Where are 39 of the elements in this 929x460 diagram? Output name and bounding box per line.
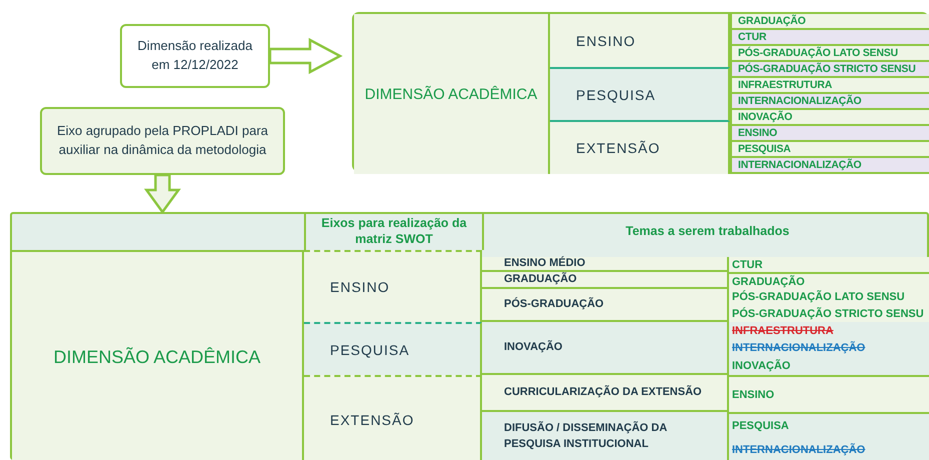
theme-cell: PÓS-GRADUAÇÃO LATO SENSU [730,46,929,62]
theme-cell: INTERNACIONALIZAÇÃO [729,438,929,460]
callout-box: Dimensão realizada em 12/12/2022 [120,24,270,88]
block-arrow [268,38,343,74]
axis-cell: PESQUISA [304,322,482,375]
subtheme-cell: ENSINO MÉDIO [482,257,729,272]
theme-cell: PESQUISA [730,142,929,158]
subtheme-cell: GRADUAÇÃO [482,272,729,289]
subtheme-cell: PÓS-GRADUAÇÃO [482,289,729,322]
theme-cell: CTUR [730,30,929,46]
header-cell: Temas a serem trabalhados [482,214,929,250]
axis-cell: EXTENSÃO [550,122,730,174]
subtheme-cell: DIFUSÃO / DISSEMINAÇÃO DA PESQUISA INSTITUCIONAL [482,412,729,460]
block-arrow [144,174,181,214]
theme-cell: GRADUAÇÃO [730,14,929,30]
theme-cell: ENSINO [730,126,929,142]
axis-cell: PESQUISA [550,67,730,122]
subtheme-cell: CURRICULARIZAÇÃO DA EXTENSÃO [482,375,729,412]
callout-box: Eixo agrupado pela PROPLADI para auxiliar na dinâmica da metodologia [40,107,285,175]
theme-cell: PÓS-GRADUAÇÃO LATO SENSU [729,289,929,305]
theme-cell: PÓS-GRADUAÇÃO STRICTO SENSU [729,305,929,322]
theme-cell: INFRAESTRUTURA [729,322,929,339]
theme-cell: INFRAESTRUTURA [730,78,929,94]
theme-cell: PESQUISA [729,412,929,438]
theme-cell: PÓS-GRADUAÇÃO STRICTO SENSU [730,62,929,78]
theme-cell: INOVAÇÃO [730,110,929,126]
theme-cell: INTERNACIONALIZAÇÃO [730,158,929,174]
table-panel [10,212,929,460]
axis-cell: EXTENSÃO [304,375,482,460]
dimension-cell: DIMENSÃO ACADÊMICA [12,250,304,460]
theme-cell: CTUR [729,257,929,272]
theme-cell: INTERNACIONALIZAÇÃO [730,94,929,110]
subtheme-cell: INOVAÇÃO [482,322,729,375]
theme-cell: ENSINO [729,375,929,412]
table-panel [352,12,929,172]
theme-cell: GRADUAÇÃO [729,272,929,289]
theme-cell: INTERNACIONALIZAÇÃO [729,339,929,357]
dimension-cell: DIMENSÃO ACADÊMICA [354,14,550,174]
axis-cell: ENSINO [304,250,482,322]
